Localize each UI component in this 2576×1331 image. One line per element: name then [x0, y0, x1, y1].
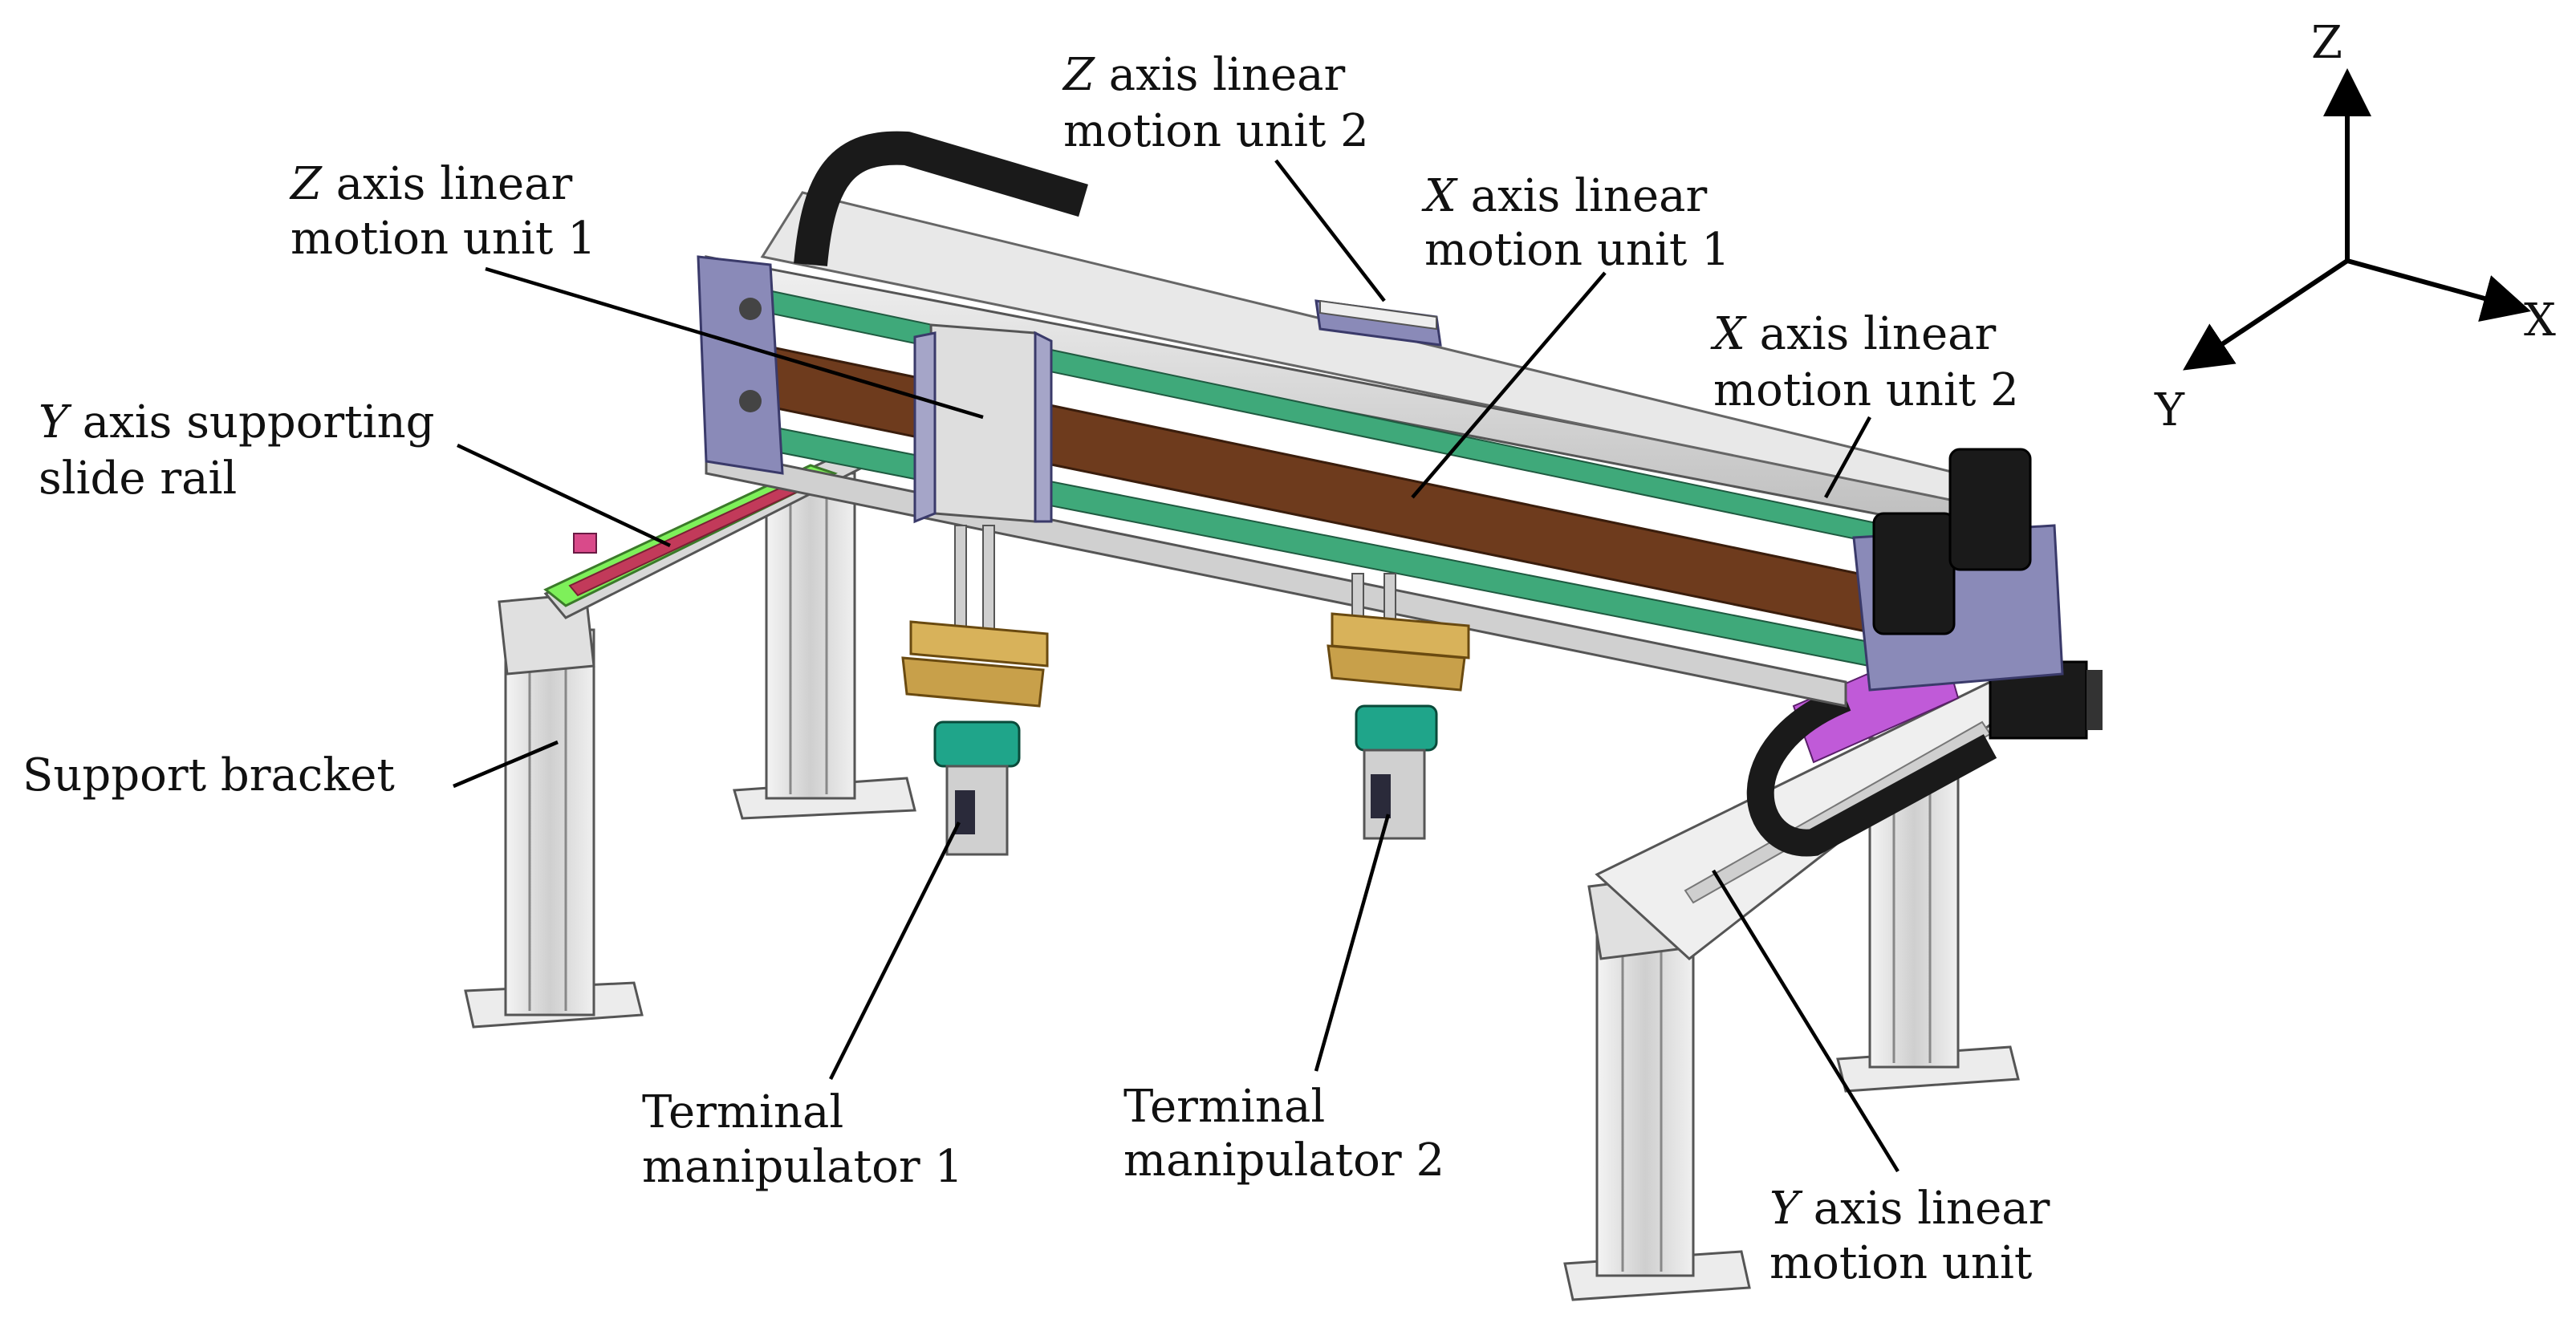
svg-text:Terminal: Terminal — [642, 1086, 843, 1138]
x-axis-arrow — [2346, 258, 2531, 322]
z-axis-label: Z — [2311, 17, 2342, 69]
label-support-bracket: Support bracket — [22, 749, 395, 801]
svg-text:Y axis linear: Y axis linear — [1769, 1183, 2050, 1235]
svg-text:motion unit 2: motion unit 2 — [1063, 105, 1369, 157]
label-z-unit-2: Z axis linear motion unit 2 — [1062, 49, 1369, 157]
z-axis-linear-motion-unit-1 — [913, 323, 1053, 631]
leader-z-unit-1 — [485, 266, 984, 420]
coordinate-system: Z X Y — [2154, 17, 2556, 436]
label-terminal-manipulator-2: Terminal manipulator 2 — [1123, 1081, 1444, 1187]
leader-term-2 — [1314, 814, 1391, 1072]
label-z-unit-1: Z axis linear motion unit 1 — [289, 158, 596, 265]
svg-text:motion unit: motion unit — [1769, 1237, 2033, 1289]
svg-text:manipulator 1: manipulator 1 — [642, 1141, 963, 1193]
label-terminal-manipulator-1: Terminal manipulator 1 — [642, 1086, 963, 1193]
leader-support — [453, 740, 559, 789]
label-y-rail: Y axis supporting slide rail — [39, 396, 435, 505]
terminal-manipulator-2 — [1327, 573, 1470, 840]
svg-text:manipulator 2: manipulator 2 — [1123, 1134, 1444, 1187]
x-axis-servo-motors — [1872, 448, 2032, 635]
svg-text:motion unit 1: motion unit 1 — [291, 213, 596, 265]
support-bracket-back-left — [733, 472, 916, 820]
y-axis-arrow — [2183, 258, 2349, 371]
leader-x-unit-2 — [1824, 416, 1871, 499]
label-y-unit: Y axis linear motion unit — [1769, 1183, 2050, 1289]
leader-term-1 — [828, 821, 961, 1081]
svg-text:X axis linear: X axis linear — [1421, 170, 1708, 222]
y-axis-linear-motion-unit — [1595, 640, 2103, 960]
y-axis-supporting-slide-rail — [543, 448, 869, 619]
svg-text:motion unit 2: motion unit 2 — [1713, 364, 2019, 416]
svg-text:Support bracket: Support bracket — [22, 749, 395, 801]
label-x-unit-2: X axis linear motion unit 2 — [1710, 308, 2019, 416]
svg-text:Z axis linear: Z axis linear — [1062, 49, 1346, 101]
end-plate-left — [697, 255, 784, 475]
z-axis-linear-motion-unit-2 — [1314, 299, 1442, 347]
y-axis-label: Y — [2154, 384, 2185, 436]
terminal-manipulator-1 — [901, 620, 1049, 856]
svg-text:Z axis linear: Z axis linear — [289, 158, 573, 210]
svg-text:slide rail: slide rail — [39, 452, 237, 505]
leader-lines — [453, 159, 1899, 1173]
svg-text:Y axis supporting: Y axis supporting — [39, 396, 435, 448]
support-bracket-front-left — [464, 592, 644, 1029]
leader-y-rail — [457, 443, 671, 548]
label-x-unit-1: X axis linear motion unit 1 — [1421, 170, 1730, 276]
leader-x-unit-1 — [1411, 271, 1607, 499]
support-bracket-front-right — [1563, 873, 1751, 1301]
svg-text:X axis linear: X axis linear — [1710, 308, 1997, 360]
leader-y-unit — [1712, 869, 1899, 1173]
leader-z-unit-2 — [1274, 159, 1386, 302]
svg-text:Terminal: Terminal — [1123, 1081, 1325, 1133]
svg-text:motion unit 1: motion unit 1 — [1424, 224, 1730, 276]
x-axis-label: X — [2524, 294, 2556, 347]
top-cable-chain — [794, 131, 1088, 266]
